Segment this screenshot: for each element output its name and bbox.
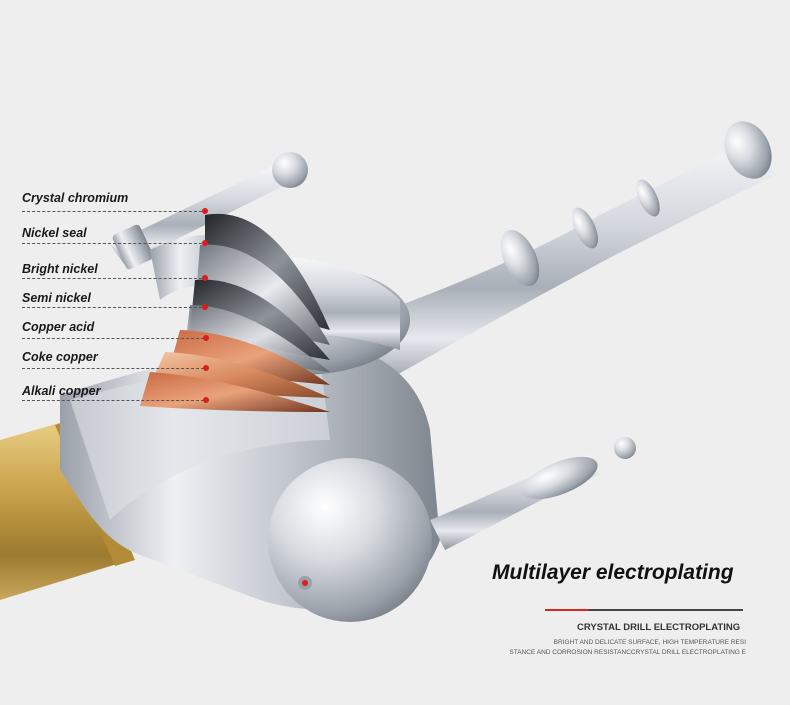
leader-line (22, 211, 202, 212)
leader-line (22, 243, 202, 244)
layer-marker (202, 304, 208, 310)
layer-marker (202, 208, 208, 214)
layer-label-crystal-chromium: Crystal chromium (22, 191, 129, 205)
leader-line (22, 400, 204, 401)
layer-marker (203, 335, 209, 341)
layer-label-semi-nickel: Semi nickel (22, 291, 91, 305)
layer-marker (202, 275, 208, 281)
description-line: STANCE AND CORROSION RESISTANCCRYSTAL DR… (509, 649, 746, 656)
layer-label-bright-nickel: Bright nickel (22, 262, 98, 276)
leader-line (22, 278, 202, 279)
subtitle: CRYSTAL DRILL ELECTROPLATING (577, 622, 741, 633)
layer-marker (203, 365, 209, 371)
layer-label-alkali-copper: Alkali copper (22, 384, 101, 398)
leader-line (22, 338, 204, 339)
accent-divider (545, 609, 743, 611)
leader-line (22, 368, 204, 369)
description-line: BRIGHT AND DELICATE SURFACE, HIGH TEMPER… (553, 639, 746, 646)
leader-line (22, 307, 202, 308)
layer-label-copper-acid: Copper acid (22, 320, 95, 334)
layer-label-coke-copper: Coke copper (22, 350, 98, 364)
headline: Multilayer electroplating (492, 561, 734, 584)
layer-label-nickel-seal: Nickel seal (22, 226, 87, 240)
layer-marker (203, 397, 209, 403)
layer-marker (202, 240, 208, 246)
